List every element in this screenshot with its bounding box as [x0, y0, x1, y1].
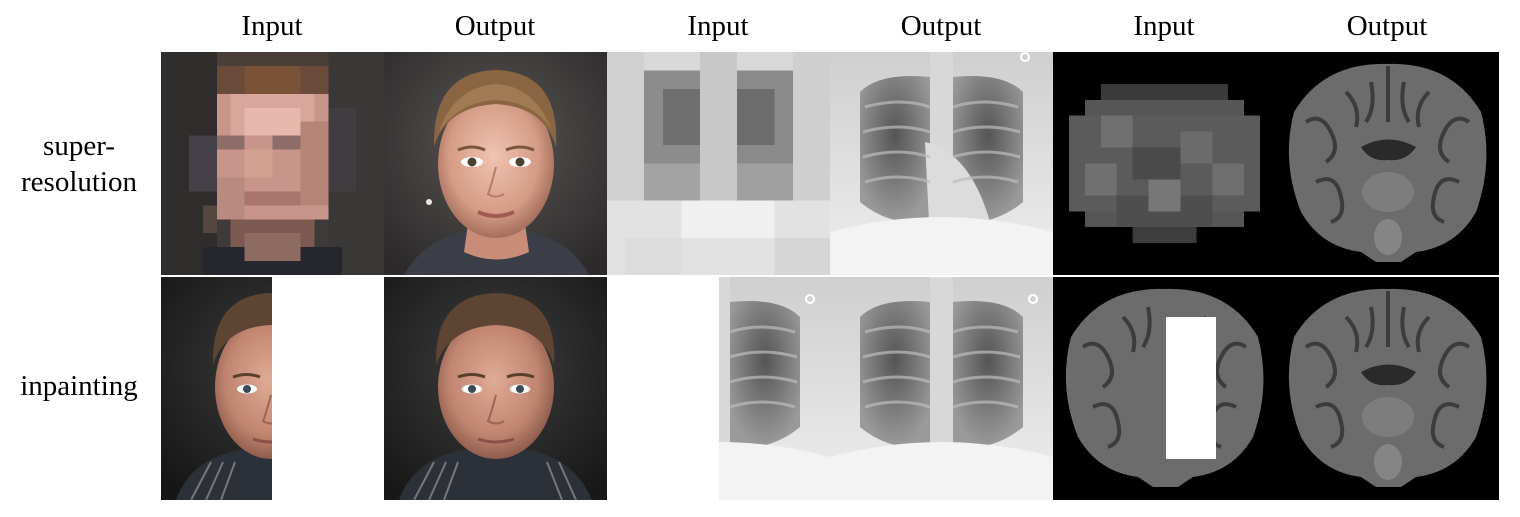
chest-xray-image: [830, 52, 1053, 275]
panel-brain-mri-masked-input: [1053, 277, 1276, 500]
panel-brain-mri-output-2: [1276, 277, 1499, 500]
panel-chest-xray-output-2: [830, 277, 1053, 500]
brain-mri-image: [1276, 52, 1499, 275]
panel-face-man-output: [384, 277, 607, 500]
chest-xray-pixelated-image: [607, 52, 830, 275]
brain-mri-masked-image: [1053, 277, 1276, 500]
face-woman-image: [384, 52, 607, 275]
panel-brain-mri-pixelated-input: [1053, 52, 1276, 275]
panel-chest-xray-output-1: [830, 52, 1053, 275]
row-label-super-resolution: super- resolution: [0, 128, 158, 200]
row-label-super-resolution-text: super- resolution: [21, 130, 137, 198]
column-header-output-1: Output: [454, 10, 536, 42]
panel-brain-mri-output-1: [1276, 52, 1499, 275]
column-header-output-3: Output: [1346, 10, 1428, 42]
row-label-inpainting: inpainting: [20, 370, 138, 402]
column-header-input-1: Input: [241, 10, 303, 42]
chest-xray-image: [830, 277, 1053, 500]
panel-face-pixelated-input: [161, 52, 384, 275]
column-header-input-2: Input: [687, 10, 749, 42]
column-header-input-3: Input: [1133, 10, 1195, 42]
face-man-masked-image: [161, 277, 384, 500]
panel-chest-xray-masked-input: [607, 277, 830, 500]
panel-face-man-masked-input: [161, 277, 384, 500]
face-man-image: [384, 277, 607, 500]
brain-mri-image: [1276, 277, 1499, 500]
brain-mri-pixelated-image: [1053, 52, 1276, 275]
panel-face-woman-output: [384, 52, 607, 275]
chest-xray-masked-image: [607, 277, 830, 500]
face-pixelated-image: [161, 52, 384, 275]
panel-chest-xray-pixelated-input: [607, 52, 830, 275]
column-header-output-2: Output: [900, 10, 982, 42]
